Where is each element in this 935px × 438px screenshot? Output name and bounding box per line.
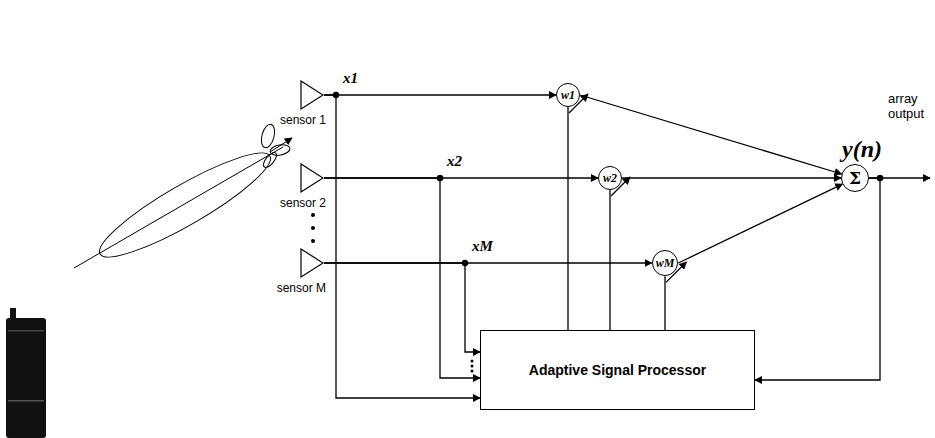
weight-circle: w2 bbox=[598, 166, 622, 190]
output-label: array output bbox=[888, 92, 932, 122]
sensor-symbol bbox=[300, 248, 324, 278]
mobile-phone bbox=[6, 308, 46, 438]
beam-pattern bbox=[74, 123, 292, 271]
connector bbox=[678, 184, 842, 263]
weight-name: wM bbox=[656, 257, 675, 269]
connector bbox=[664, 276, 665, 330]
sensor: sensor M bbox=[268, 248, 330, 300]
sensor: sensor 1 bbox=[268, 80, 330, 132]
sensor-label: sensor M bbox=[277, 281, 326, 295]
box-title: Adaptive Signal Processor bbox=[529, 363, 706, 377]
connector bbox=[324, 263, 480, 352]
connector bbox=[324, 178, 480, 378]
weight-circle: wM bbox=[652, 250, 679, 277]
sum-symbol: Σ bbox=[849, 170, 861, 187]
sensor-symbol bbox=[300, 163, 324, 193]
connector bbox=[324, 94, 556, 95]
weight-circle: w1 bbox=[556, 83, 580, 107]
connector bbox=[609, 190, 610, 330]
summer-circle: Σ bbox=[841, 164, 869, 192]
sensor-symbol bbox=[300, 80, 324, 110]
weight-name: w2 bbox=[603, 172, 617, 184]
connector bbox=[324, 95, 480, 398]
sensor: sensor 2 bbox=[268, 163, 330, 215]
connector bbox=[755, 178, 880, 380]
connector bbox=[622, 177, 841, 178]
connector bbox=[580, 95, 842, 174]
signal-name: x1 bbox=[343, 70, 358, 87]
weight-name: w1 bbox=[561, 89, 575, 101]
connector bbox=[567, 107, 568, 330]
sensor-label: sensor 1 bbox=[280, 113, 326, 127]
sensor-label: sensor 2 bbox=[280, 196, 326, 210]
processor-box: Adaptive Signal Processor bbox=[480, 330, 755, 410]
signal-name: xM bbox=[472, 238, 493, 255]
signal-name: x2 bbox=[447, 153, 462, 170]
signal-name: y(n) bbox=[842, 136, 882, 163]
